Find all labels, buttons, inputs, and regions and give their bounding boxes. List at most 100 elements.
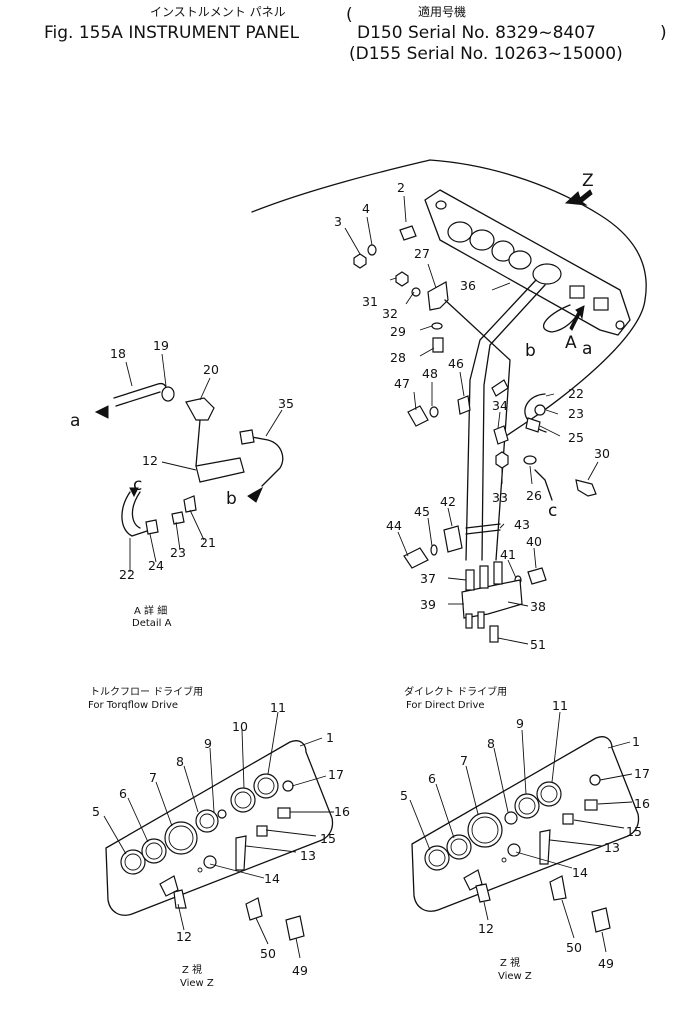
direct-label: For Direct Drive bbox=[406, 700, 485, 711]
pn-33: 33 bbox=[492, 490, 508, 505]
tube-12 bbox=[195, 419, 201, 467]
washer-48 bbox=[429, 406, 439, 418]
pn-28: 28 bbox=[390, 350, 406, 365]
detail-a-numbers: 18 19 20 35 12 21 23 24 22 bbox=[110, 338, 294, 582]
pn-38: 38 bbox=[530, 599, 546, 614]
washer-29 bbox=[431, 322, 443, 330]
svg-text:13: 13 bbox=[604, 840, 620, 855]
detail-a-arrow bbox=[569, 305, 585, 331]
pn-41: 41 bbox=[500, 547, 516, 562]
fitting-35 bbox=[239, 429, 255, 445]
pn-2: 2 bbox=[397, 180, 405, 195]
arrow-a-detail bbox=[94, 405, 109, 419]
bolt-47 bbox=[407, 405, 429, 427]
svg-text:50: 50 bbox=[260, 946, 276, 961]
svg-text:1: 1 bbox=[326, 730, 334, 745]
torqflow-leaders bbox=[103, 711, 334, 959]
svg-text:7: 7 bbox=[149, 770, 157, 785]
view-z-arrow bbox=[564, 189, 593, 206]
block-b bbox=[491, 379, 509, 397]
svg-text:15: 15 bbox=[626, 824, 642, 839]
svg-text:5: 5 bbox=[400, 788, 408, 803]
direct-caption-jp: Z 視 bbox=[500, 956, 520, 969]
figure-title: Fig. 155A INSTRUMENT PANEL bbox=[44, 23, 300, 43]
svg-text:12: 12 bbox=[142, 453, 158, 468]
bracket-43 bbox=[465, 523, 501, 535]
tee-20 bbox=[185, 397, 215, 421]
dashboard-outline bbox=[251, 159, 647, 441]
fitting-24 bbox=[145, 519, 159, 535]
svg-text:6: 6 bbox=[428, 771, 436, 786]
ref-c-main: c bbox=[548, 501, 557, 521]
ref-b-detail: b bbox=[226, 489, 237, 509]
washer-45 bbox=[430, 544, 438, 556]
pn-26: 26 bbox=[526, 488, 542, 503]
fitting-2 bbox=[399, 195, 417, 241]
clip-30 bbox=[575, 479, 597, 497]
pn-43: 43 bbox=[514, 517, 530, 532]
detail-a-caption: Detail A bbox=[132, 618, 172, 629]
direct-numbers: 1 5 6 7 8 9 11 12 13 14 15 16 17 49 50 bbox=[400, 698, 650, 971]
nut-19 bbox=[161, 386, 175, 402]
pn-37: 37 bbox=[420, 571, 436, 586]
svg-text:6: 6 bbox=[119, 786, 127, 801]
torqflow-label: For Torqflow Drive bbox=[88, 700, 178, 711]
rods-36 bbox=[465, 279, 537, 561]
fitting-23 bbox=[534, 404, 546, 416]
svg-text:17: 17 bbox=[328, 767, 344, 782]
ref-a-detail: a bbox=[70, 411, 80, 431]
direct-caption: View Z bbox=[498, 971, 532, 982]
bracket-27 bbox=[427, 281, 449, 311]
svg-text:13: 13 bbox=[300, 848, 316, 863]
main-part-numbers: 2 3 4 27 36 31 32 29 28 46 47 48 34 22 2… bbox=[334, 180, 610, 652]
pn-22: 22 bbox=[568, 386, 584, 401]
pn-25: 25 bbox=[568, 430, 584, 445]
svg-text:11: 11 bbox=[552, 698, 568, 713]
pn-4: 4 bbox=[362, 201, 370, 216]
svg-text:17: 17 bbox=[634, 766, 650, 781]
arrow-c-detail bbox=[129, 487, 139, 498]
svg-text:10: 10 bbox=[232, 719, 248, 734]
ref-b-main: b bbox=[525, 341, 536, 361]
svg-text:9: 9 bbox=[204, 736, 212, 751]
pn-47: 47 bbox=[394, 376, 410, 391]
pn-34: 34 bbox=[492, 398, 508, 413]
pn-45: 45 bbox=[414, 504, 430, 519]
valve-spools bbox=[465, 561, 503, 643]
svg-text:12: 12 bbox=[176, 929, 192, 944]
torqflow-panel bbox=[105, 740, 334, 916]
svg-text:16: 16 bbox=[334, 804, 350, 819]
hose-22-detail bbox=[121, 491, 151, 537]
detail-a-marker: A bbox=[565, 333, 577, 353]
elbow-23 bbox=[171, 511, 185, 525]
detail-a-caption-jp: A 詳 細 bbox=[134, 604, 167, 617]
washer-32 bbox=[411, 287, 421, 297]
svg-text:11: 11 bbox=[270, 700, 286, 715]
svg-text:24: 24 bbox=[148, 558, 164, 573]
svg-text:8: 8 bbox=[487, 736, 495, 751]
torqflow-caption: View Z bbox=[180, 978, 214, 989]
direct-panel bbox=[411, 736, 640, 912]
main-leaders bbox=[389, 277, 599, 645]
block-42 bbox=[443, 525, 463, 553]
pn-29: 29 bbox=[390, 324, 406, 339]
svg-text:7: 7 bbox=[460, 753, 468, 768]
valve-body bbox=[461, 579, 523, 619]
clamp-46 bbox=[457, 395, 471, 415]
svg-text:21: 21 bbox=[200, 535, 216, 550]
svg-text:8: 8 bbox=[176, 754, 184, 769]
applicability-label: 適用号機 bbox=[418, 4, 466, 19]
svg-text:5: 5 bbox=[92, 804, 100, 819]
washer-26 bbox=[523, 455, 537, 465]
pn-32: 32 bbox=[382, 306, 398, 321]
arrow-b-detail bbox=[247, 486, 264, 503]
serial-d155: (D155 Serial No. 10263~15000) bbox=[349, 44, 623, 64]
fitting-34 bbox=[493, 425, 509, 445]
pn-42: 42 bbox=[440, 494, 456, 509]
nut-3 bbox=[344, 227, 367, 269]
pn-44: 44 bbox=[386, 518, 402, 533]
svg-text:1: 1 bbox=[632, 734, 640, 749]
pn-27: 27 bbox=[414, 246, 430, 261]
svg-text:9: 9 bbox=[516, 716, 524, 731]
